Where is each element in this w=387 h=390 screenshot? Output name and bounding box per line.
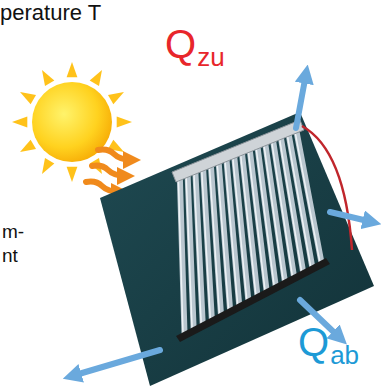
heat-input-symbol: Q	[165, 24, 196, 64]
tube-shine	[178, 178, 183, 335]
text-fragment: nt	[2, 246, 18, 265]
header-pipe	[172, 120, 304, 182]
tube-shine	[202, 169, 211, 321]
sun-ray	[42, 70, 54, 86]
tube-shine	[233, 156, 247, 302]
sun-ray	[108, 92, 124, 104]
sun-rays	[12, 62, 132, 182]
sun-ray	[117, 117, 132, 128]
tube-shine	[264, 143, 284, 282]
connection-pipe	[302, 126, 352, 250]
radiation-arrows	[86, 150, 132, 193]
sun-ray	[12, 117, 27, 128]
tube-shine	[225, 159, 238, 306]
tube-shine	[194, 172, 201, 326]
heat-loss-symbol: Q	[298, 322, 329, 362]
sun-ray	[20, 92, 36, 104]
heat-loss-subscript: ab	[330, 342, 359, 368]
tube-shine	[256, 146, 274, 287]
sun-ray	[90, 70, 102, 86]
collector-panel	[100, 112, 374, 386]
sun-ray	[20, 140, 36, 152]
sun-ray	[67, 167, 78, 182]
temperature-label: perature T	[0, 2, 101, 24]
text-fragment: m-	[2, 222, 24, 241]
tube-shine	[186, 175, 192, 331]
tube-shine	[295, 130, 320, 263]
sun-ray	[67, 62, 78, 77]
sun-ray	[42, 158, 54, 174]
heat-loss-arrows	[72, 74, 372, 376]
tube-shine	[209, 165, 219, 316]
tube-shine	[271, 139, 292, 277]
tube-shine	[240, 152, 256, 296]
tube	[296, 130, 321, 263]
tube-shine	[248, 149, 265, 292]
heat-input-subscript: zu	[197, 44, 224, 70]
